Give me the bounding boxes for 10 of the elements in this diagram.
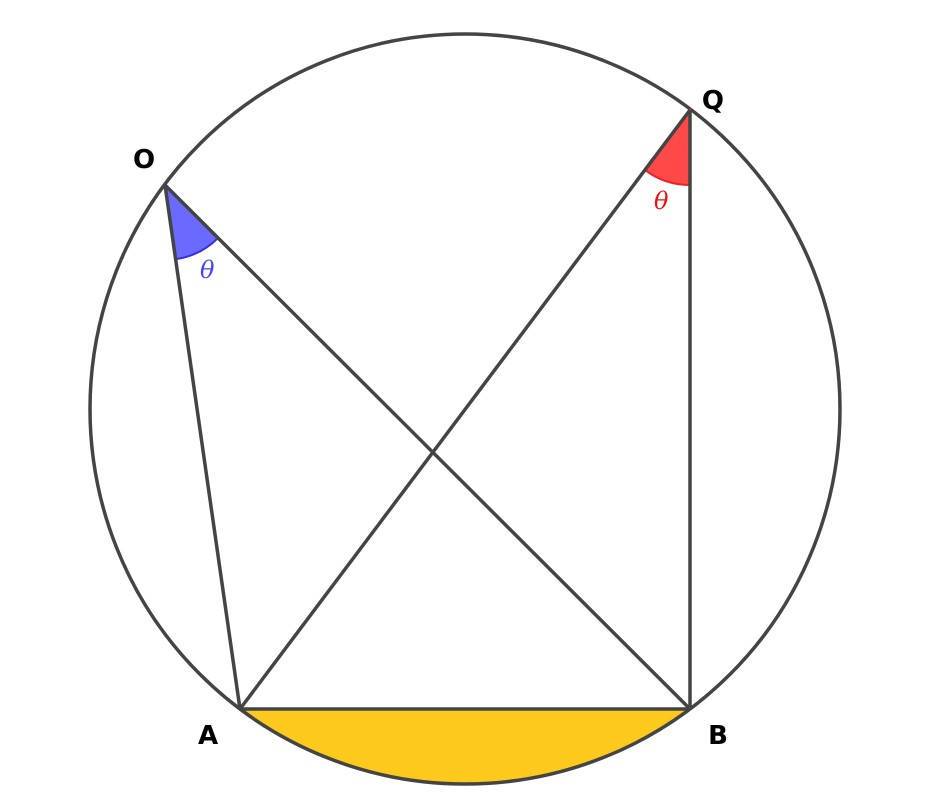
vertex-label: B bbox=[690, 709, 728, 751]
vertex-label: O bbox=[133, 145, 165, 185]
vertex-label: A bbox=[198, 709, 240, 751]
angle-label: θ bbox=[654, 188, 668, 214]
line-segment bbox=[688, 110, 692, 709]
line-segment bbox=[240, 707, 690, 711]
angle-label: θ bbox=[200, 257, 214, 283]
line-segment bbox=[163, 184, 242, 710]
line-segment bbox=[164, 184, 692, 710]
line-segment bbox=[238, 108, 692, 710]
